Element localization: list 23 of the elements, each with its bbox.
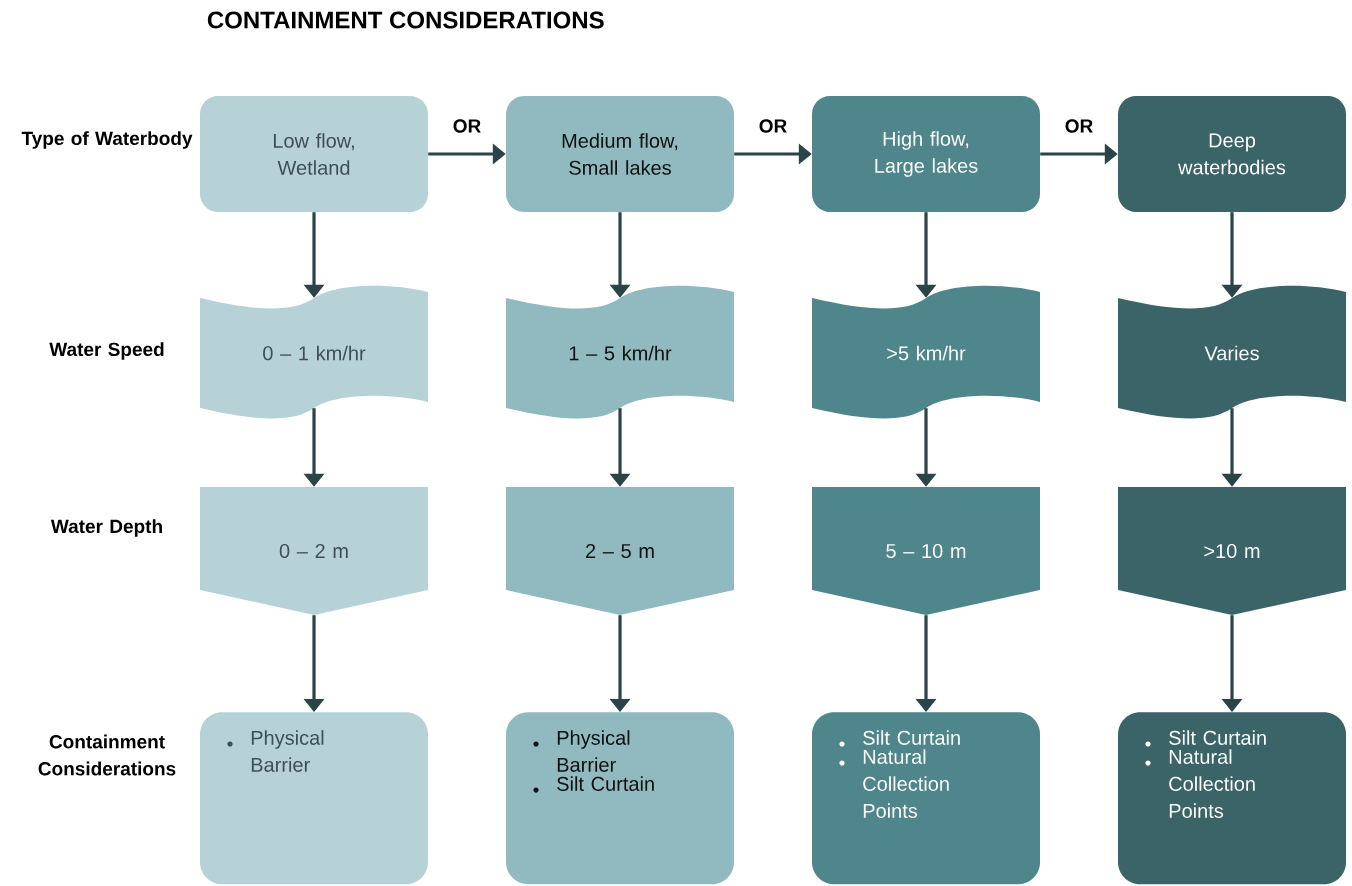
bullet-box: Silt Curtain Natural Collection Points (812, 712, 1040, 885)
title: CONTAINMENT CONSIDERATIONS (207, 11, 604, 29)
edge-label: OR (451, 118, 483, 134)
pentagon-box: 2 – 5 m (506, 487, 734, 615)
waterbody-box: Deep waterbodies (1118, 96, 1346, 212)
wave-banner: 1 – 5 km/hr (506, 285, 734, 419)
edge-label: OR (757, 118, 789, 134)
wave-banner: Varies (1118, 285, 1346, 419)
pentagon-box: >10 m (1118, 487, 1346, 615)
waterbody-box: Low flow, Wetland (200, 96, 428, 212)
edge-label: OR (1063, 118, 1095, 134)
row-label: Containment Considerations (38, 734, 176, 776)
pentagon-box: 5 – 10 m (812, 487, 1040, 615)
waterbody-box: High flow, Large lakes (812, 96, 1040, 212)
pentagon-box: 0 – 2 m (200, 487, 428, 615)
bullet-box: Physical Barrier (200, 712, 428, 885)
row-label: Water Depth (50, 519, 162, 537)
row-label: Water Speed (49, 342, 164, 360)
bullet-box: Physical Barrier Silt Curtain (506, 712, 734, 885)
waterbody-box: Medium flow, Small lakes (506, 96, 734, 212)
wave-banner: 0 – 1 km/hr (200, 285, 428, 419)
wave-banner: >5 km/hr (812, 285, 1040, 419)
bullet-box: Silt Curtain Natural Collection Points (1118, 712, 1346, 885)
